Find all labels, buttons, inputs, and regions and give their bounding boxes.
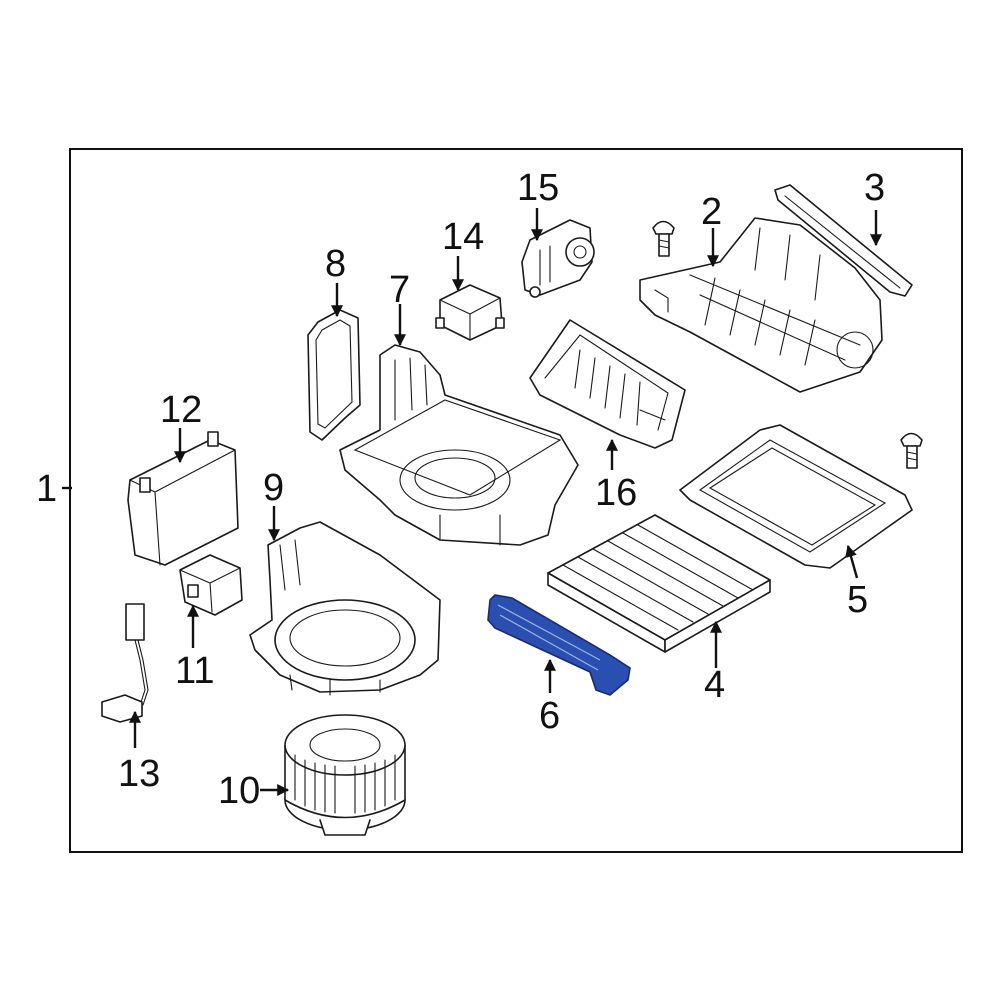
part-3-seal[interactable] [774,184,913,297]
callout-4: 4 [704,664,725,706]
callout-16: 16 [595,472,637,514]
part-15-actuator[interactable] [521,219,595,298]
callout-3: 3 [864,167,885,209]
part-16-duct[interactable] [529,319,686,449]
part-12-module[interactable] [127,431,239,566]
callout-12: 12 [160,389,202,431]
part-6-bracket-highlighted[interactable] [487,594,631,696]
part-4-cabin-filter[interactable] [547,514,771,653]
callout-6: 6 [539,695,560,737]
part-9-blower-housing[interactable] [249,521,441,696]
screw-icon-right [900,432,923,469]
part-11-resistor[interactable] [179,554,243,616]
callout-2: 2 [701,191,722,233]
callout-15: 15 [517,167,559,209]
callout-9: 9 [263,467,284,509]
part-14-control-module[interactable] [435,284,505,341]
callout-11: 11 [175,650,214,692]
part-10-blower-motor[interactable] [284,714,406,836]
callout-8: 8 [325,243,346,285]
leader-lines [62,208,882,796]
part-13-wire-harness[interactable] [101,603,149,723]
callout-13: 13 [118,753,160,795]
part-8-gasket[interactable] [307,309,361,441]
callout-1: 1 [36,468,57,510]
screw-icon-top [652,220,675,257]
callout-7: 7 [389,269,410,311]
diagram-frame [69,148,963,853]
callout-labels: 1 2 3 4 5 6 7 8 9 10 11 12 13 14 15 16 [36,167,885,812]
part-5-filter-frame[interactable] [679,424,913,569]
callout-14: 14 [442,216,484,258]
part-7-blower-case[interactable] [339,344,579,546]
callout-10: 10 [218,770,260,812]
callout-5: 5 [847,579,868,621]
part-2-evaporator-case[interactable] [639,217,883,393]
